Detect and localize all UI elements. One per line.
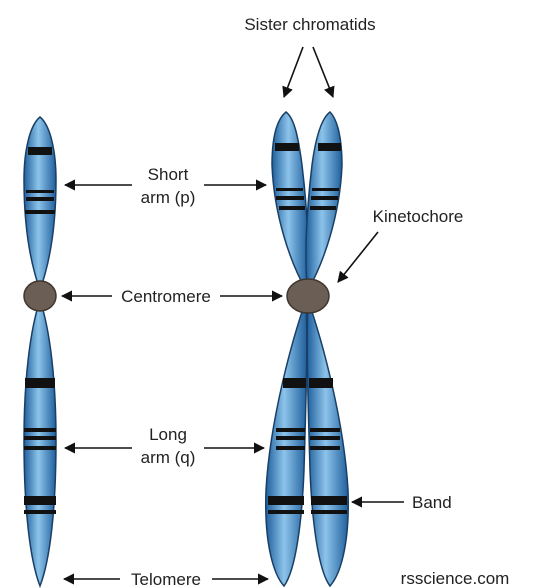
short-arm-label-line1: Short [148, 165, 189, 184]
single-centromere [24, 281, 56, 311]
sister-chromatids-arrow-right [313, 47, 333, 97]
credit-text: rsscience.com [401, 569, 510, 588]
right-chromatid-upper-arm [306, 112, 342, 290]
kinetochore-label: Kinetochore [373, 207, 464, 226]
sister-chromatids-label: Sister chromatids [244, 15, 375, 34]
left-chromatid-upper-arm [272, 112, 308, 290]
short-arm-label-line2: arm (p) [141, 188, 196, 207]
long-arm-label-line1: Long [149, 425, 187, 444]
band-label: Band [412, 493, 452, 512]
single-upper-arm [24, 117, 56, 290]
telomere-label: Telomere [131, 570, 201, 588]
kinetochore-arrow [338, 232, 378, 282]
replicated-chromosome [266, 112, 349, 586]
left-chromatid-lower-arm [266, 300, 307, 586]
long-arm-label-line2: arm (q) [141, 448, 196, 467]
single-lower-arm [24, 300, 56, 586]
centromere-label: Centromere [121, 287, 211, 306]
sister-chromatids-arrow-left [284, 47, 303, 97]
replicated-centromere [287, 279, 329, 313]
arrows [62, 47, 404, 579]
single-chromosome [24, 117, 56, 586]
right-chromatid-lower-arm [307, 300, 348, 586]
